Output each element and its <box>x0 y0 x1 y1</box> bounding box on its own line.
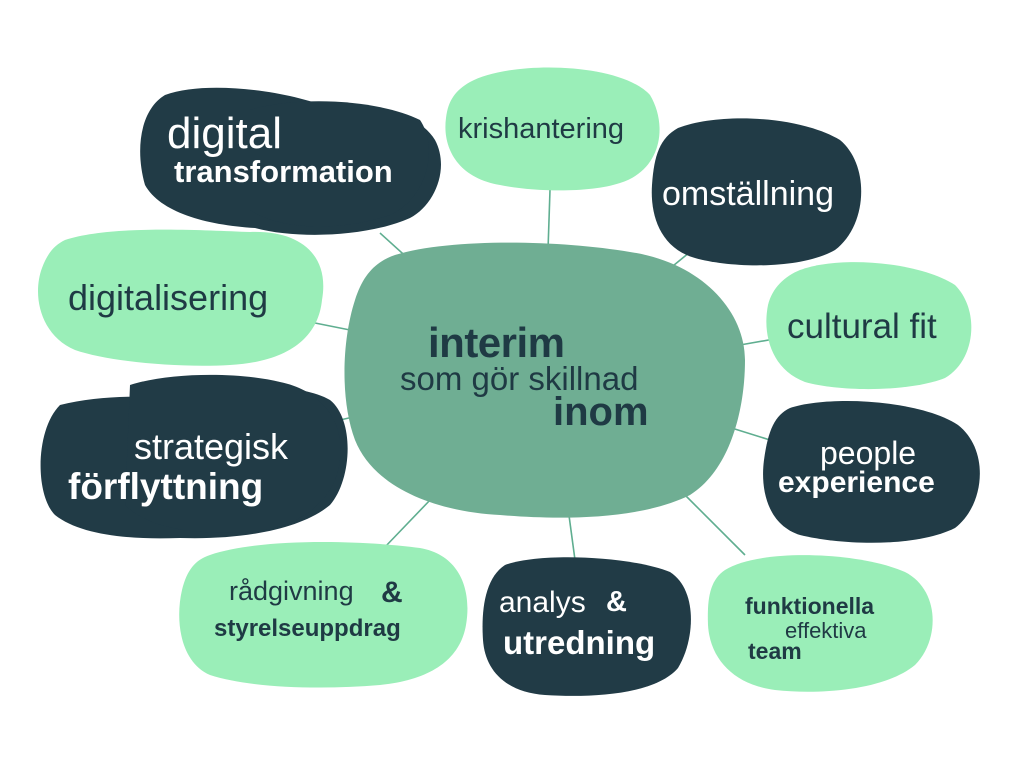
node-radgivning-blob <box>179 542 468 688</box>
node-funktionella-blob <box>707 555 933 692</box>
center-title-interim: interim <box>428 319 565 366</box>
node-digital-label: digital <box>167 109 282 158</box>
node-omstallning-blob <box>651 118 862 266</box>
node-omstallning-label: omställning <box>662 175 834 213</box>
node-krishantering-blob <box>445 67 660 191</box>
node-transformation-label: transformation <box>174 154 393 189</box>
node-krishantering-label: krishantering <box>458 113 625 145</box>
node-radgivning-amp: & <box>381 576 403 609</box>
node-strategisk-blob <box>40 374 348 539</box>
connector-radgivning <box>383 497 433 549</box>
center-subtitle: som gör skillnad <box>400 360 639 397</box>
node-radgivning-label: rådgivning <box>229 576 354 606</box>
node-digital-transformation-blob <box>140 87 441 235</box>
node-team-label: team <box>748 638 802 664</box>
node-analys-amp: & <box>606 586 627 618</box>
node-analys-blob <box>482 557 691 696</box>
node-funktionella-label: funktionella <box>745 593 875 619</box>
node-strategisk-label: strategisk <box>134 426 289 467</box>
node-digitalisering-blob <box>38 229 324 366</box>
node-cultural-fit-blob <box>766 262 972 390</box>
node-digitalisering-label: digitalisering <box>68 277 269 318</box>
node-forflyttning-label: förflyttning <box>68 466 264 507</box>
center-blob <box>344 242 745 518</box>
node-cultural-fit-label: cultural fit <box>787 307 937 346</box>
center-title-inom: inom <box>553 390 649 434</box>
node-people-experience-blob <box>763 401 980 543</box>
node-styrelseuppdrag-label: styrelseuppdrag <box>214 615 401 642</box>
node-utredning-label: utredning <box>503 624 656 661</box>
node-people-label: people <box>820 435 917 471</box>
node-analys-label: analys <box>499 586 586 619</box>
node-experience-label: experience <box>778 466 935 499</box>
connector-funktionella <box>674 484 746 556</box>
connector-digitalisering <box>309 321 351 331</box>
node-effektiva-label: effektiva <box>785 618 867 643</box>
connector-krishantering <box>547 189 551 251</box>
